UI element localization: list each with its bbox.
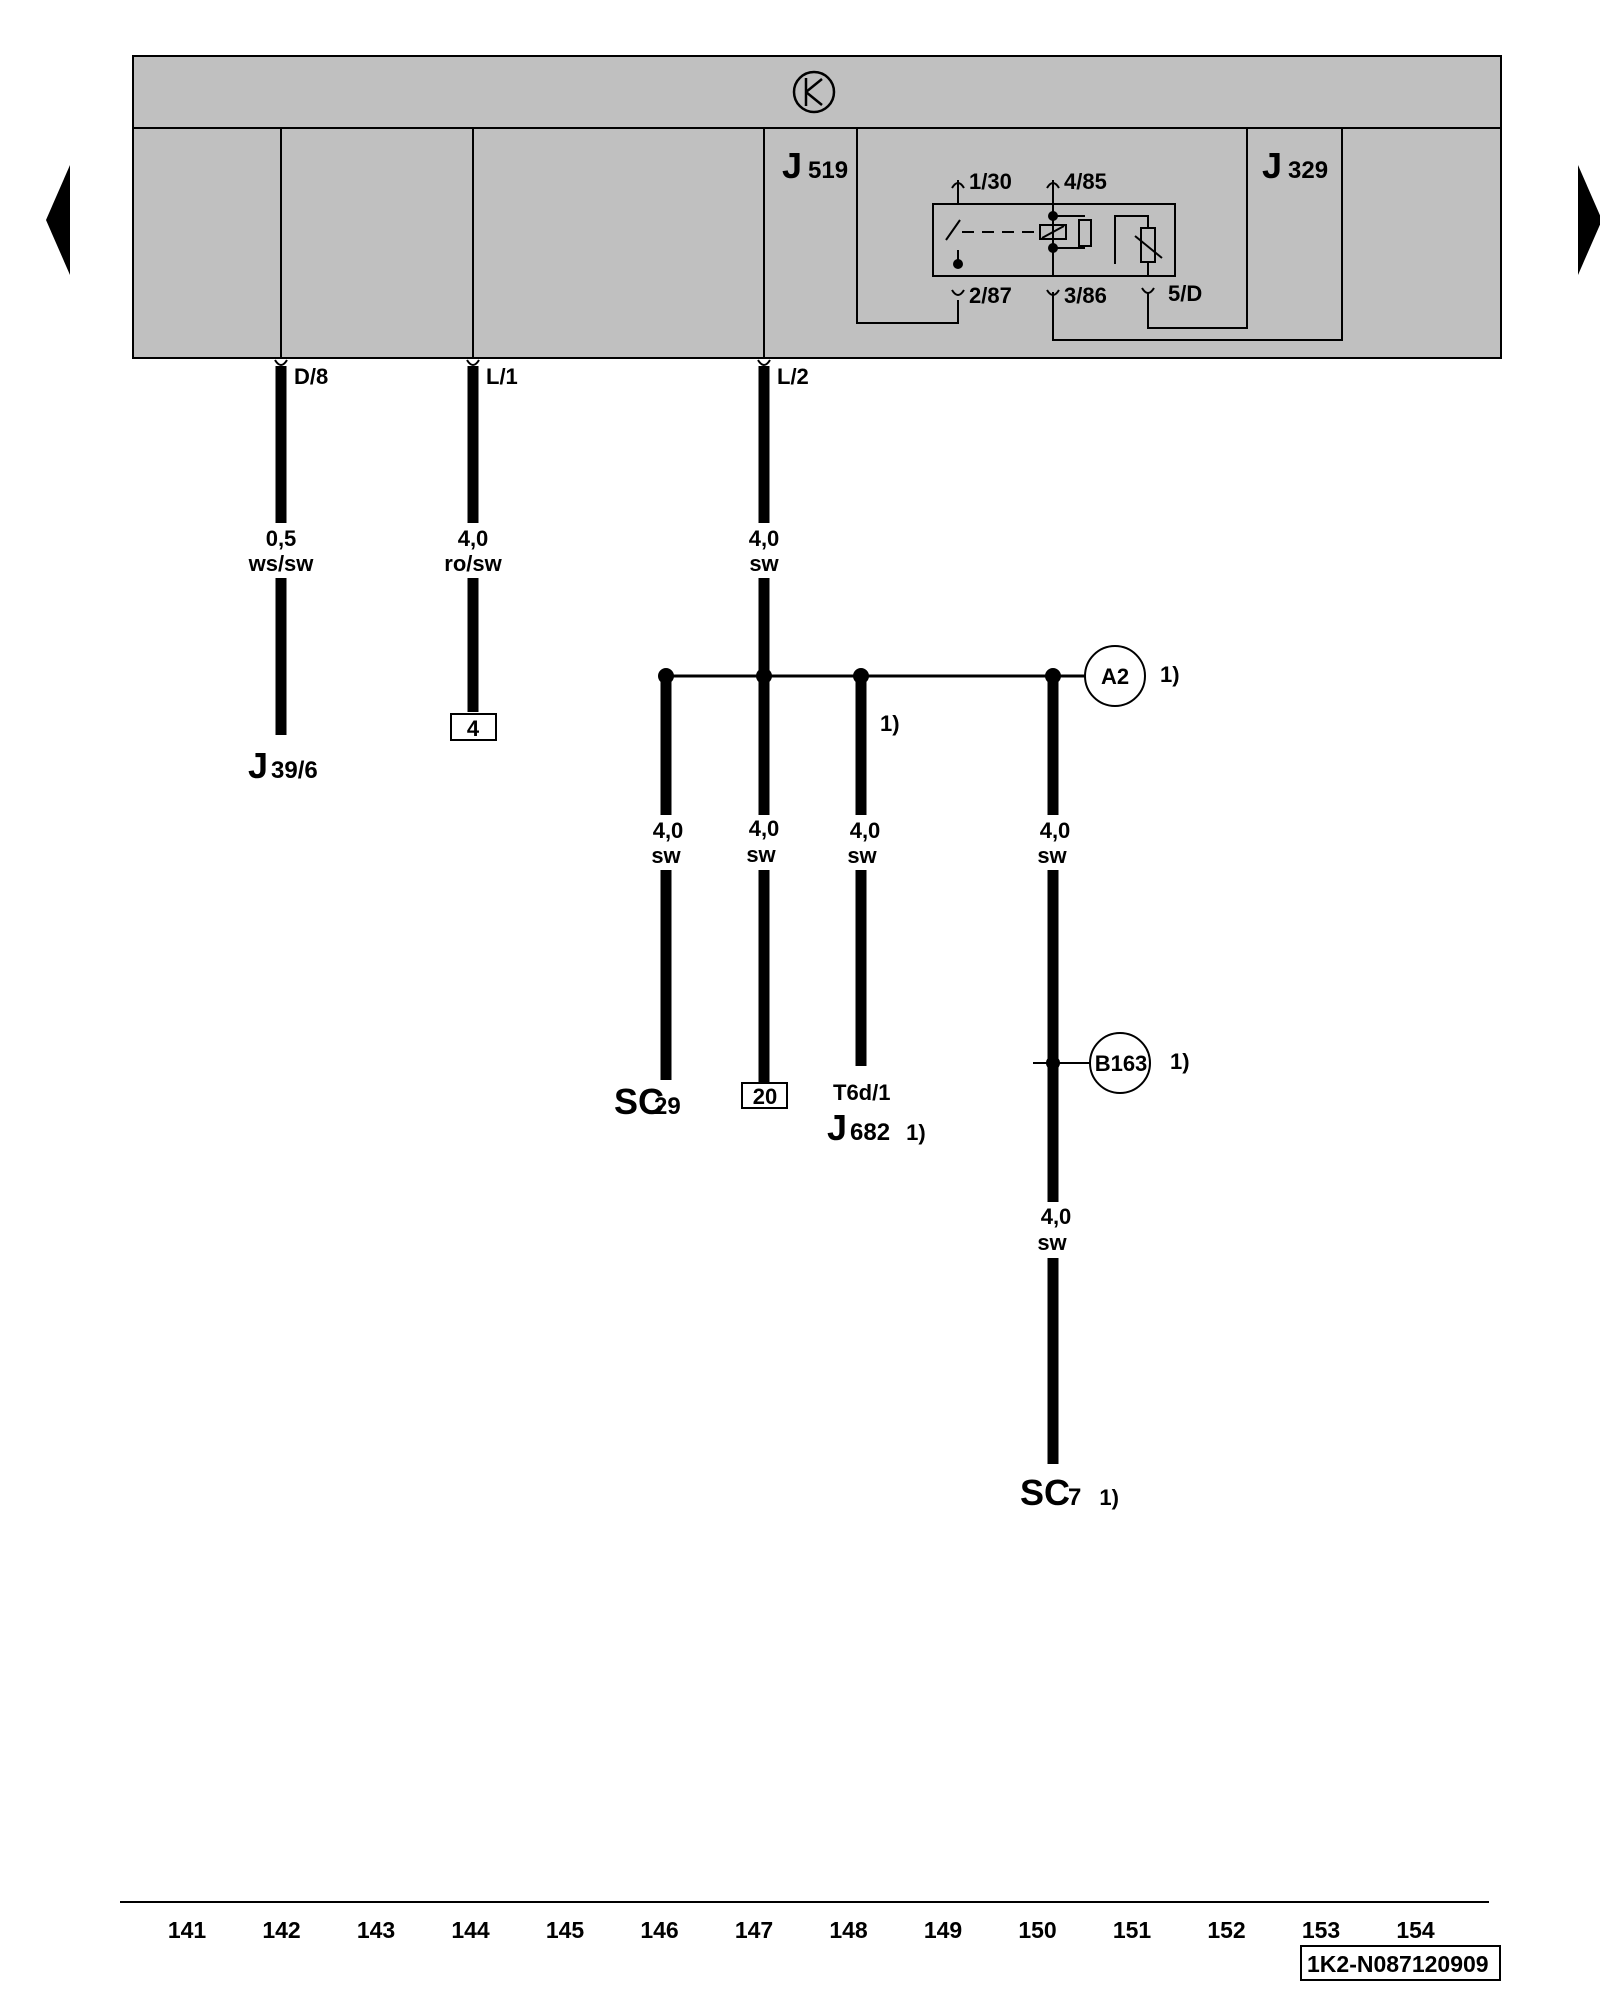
wire-color: sw: [1037, 843, 1067, 868]
triangle-left-icon[interactable]: [46, 165, 70, 275]
junction-b163-note: 1): [1170, 1049, 1190, 1074]
wire-gauge: 4,0: [850, 818, 881, 843]
footer-column-number: 147: [735, 1917, 773, 1943]
junction-b163: [1089, 1032, 1151, 1094]
footer-column-number: 143: [357, 1917, 395, 1943]
wire-gauge: 4,0: [749, 526, 780, 551]
footer-column-number: 146: [640, 1917, 678, 1943]
footer-column-number: 145: [546, 1917, 585, 1943]
relay-coil-diag: [1041, 225, 1065, 239]
relay-loop-outer: [1052, 128, 1343, 341]
footer-column-numbers: 141 142 143 144 145 146 147 148 149 150 151 152 153 1…: [168, 1917, 1435, 1943]
wire-color: sw: [847, 843, 877, 868]
junction-b163-label: B163: [1095, 1051, 1148, 1076]
relay-node: [953, 259, 963, 269]
footer-column-number: 142: [262, 1917, 300, 1943]
wire-gauge: 4,0: [1040, 818, 1071, 843]
connector-l1: L/1: [486, 364, 518, 389]
relay-pin-4: 3/86: [1064, 283, 1107, 308]
wire-color: sw: [1037, 1230, 1067, 1255]
footer-column-number: 150: [1018, 1917, 1056, 1943]
relay-resistor: [1078, 219, 1092, 247]
terminal-box-4: [450, 713, 497, 741]
relay-loop-right: [1147, 128, 1248, 329]
footer-column-number: 148: [829, 1917, 868, 1943]
footer-column-number: 152: [1207, 1917, 1245, 1943]
relay-therm-wire: [1114, 215, 1149, 264]
connector-l2: L/2: [777, 364, 809, 389]
relay-node: [1048, 211, 1058, 221]
triangle-right-icon[interactable]: [1578, 165, 1600, 275]
relay-pin-5: 5/D: [1168, 281, 1202, 306]
wire-color: sw: [746, 842, 776, 867]
control-module-box: [132, 55, 1502, 359]
footer-column-number: 149: [924, 1917, 962, 1943]
footer-column-number: 141: [168, 1917, 207, 1943]
wire-color: ro/sw: [444, 551, 502, 576]
terminal-box-20: [741, 1082, 788, 1109]
footer-column-number: 144: [451, 1917, 490, 1943]
footer-column-number: 153: [1302, 1917, 1340, 1943]
wire-color: ws/sw: [248, 551, 315, 576]
junction-a2-note: 1): [1160, 662, 1180, 687]
terminal-symbol-icon: [792, 70, 836, 114]
relay-switch-blade: [945, 219, 961, 241]
wire-gauge: 4,0: [653, 818, 684, 843]
connector-d8: D/8: [294, 364, 328, 389]
wire-gauge: 0,5: [266, 526, 297, 551]
doc-id: 1K2-N087120909: [1307, 1951, 1489, 1977]
footer-column-number: 154: [1396, 1917, 1435, 1943]
wire-gauge: 4,0: [458, 526, 489, 551]
relay-pin-3: 2/87: [969, 283, 1012, 308]
junction-a2-label: A2: [1101, 664, 1129, 689]
relay-pin-1: 1/30: [969, 169, 1012, 194]
relay-node: [1048, 243, 1058, 253]
branch-note: 1): [880, 711, 900, 736]
relay-pin-2: 4/85: [1064, 169, 1107, 194]
junction-a2: [1084, 645, 1146, 707]
relay-pin-arrows: [951, 182, 1155, 296]
junction-b163-dot: [1046, 1056, 1060, 1070]
wire-gauge: 4,0: [1041, 1204, 1072, 1229]
terminal-t6d: T6d/1: [833, 1080, 890, 1105]
terminal-box-20-label: 20: [753, 1084, 777, 1109]
terminal-sc29: SC29: [614, 1081, 681, 1122]
wire-gauge: 4,0: [749, 816, 780, 841]
connector-markers: [274, 359, 771, 366]
relay-loop-left: [856, 128, 959, 324]
wire-color: sw: [651, 843, 681, 868]
relay-coil: [1039, 224, 1067, 240]
terminal-box-4-label: 4: [467, 716, 480, 741]
wire-color: sw: [749, 551, 779, 576]
doc-id-box: [1300, 1945, 1501, 1981]
footer-column-number: 151: [1113, 1917, 1152, 1943]
relay-thermistor-diag: [1134, 235, 1163, 259]
